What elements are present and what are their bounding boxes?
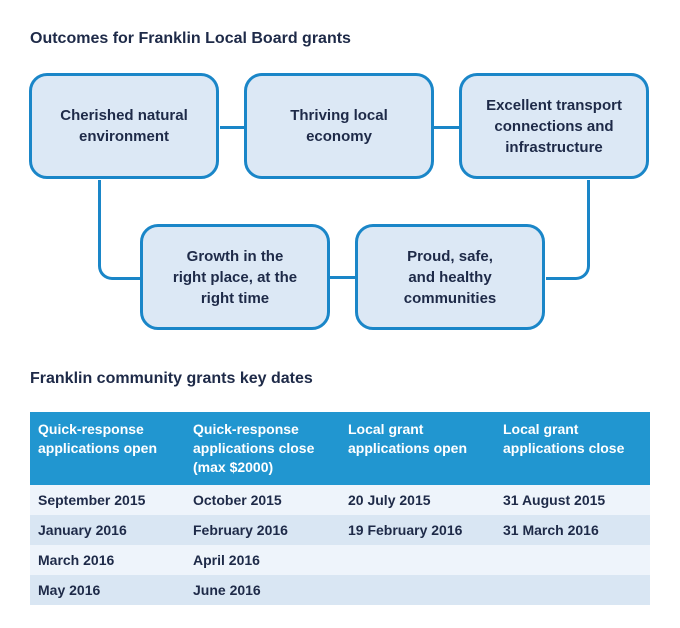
table-row: March 2016 April 2016 bbox=[30, 545, 650, 575]
connector-3-5 bbox=[546, 180, 590, 280]
table-cell: April 2016 bbox=[185, 545, 340, 575]
header-local-open: Local grant applications open bbox=[340, 412, 495, 485]
outcome-box-growth: Growth in the right place, at the right … bbox=[140, 224, 330, 330]
header-local-close: Local grant applications close bbox=[495, 412, 650, 485]
table-row: May 2016 June 2016 bbox=[30, 575, 650, 605]
header-qr-close: Quick-response applications close (max $… bbox=[185, 412, 340, 485]
outcome-box-local-economy: Thriving local economy bbox=[244, 73, 434, 179]
table-cell: 31 August 2015 bbox=[495, 485, 650, 515]
outcome-box-communities: Proud, safe, and healthy communities bbox=[355, 224, 545, 330]
connector-1-4 bbox=[98, 180, 142, 280]
table-cell: February 2016 bbox=[185, 515, 340, 545]
table-cell bbox=[340, 575, 495, 605]
outcome-box-transport: Excellent transport connections and infr… bbox=[459, 73, 649, 179]
key-dates-title: Franklin community grants key dates bbox=[30, 370, 313, 387]
table-cell: September 2015 bbox=[30, 485, 185, 515]
outcome-box-natural-environment: Cherished natural environment bbox=[29, 73, 219, 179]
table-cell: October 2015 bbox=[185, 485, 340, 515]
outcomes-title: Outcomes for Franklin Local Board grants bbox=[30, 30, 351, 47]
connector-2-3 bbox=[434, 126, 460, 129]
connector-1-2 bbox=[220, 126, 246, 129]
table-cell bbox=[495, 575, 650, 605]
key-dates-table: Quick-response applications open Quick-r… bbox=[30, 412, 650, 605]
table-cell bbox=[340, 545, 495, 575]
table-cell: January 2016 bbox=[30, 515, 185, 545]
table-cell: 19 February 2016 bbox=[340, 515, 495, 545]
header-qr-open: Quick-response applications open bbox=[30, 412, 185, 485]
table-row: January 2016 February 2016 19 February 2… bbox=[30, 515, 650, 545]
connector-4-5 bbox=[330, 276, 356, 279]
table-cell: 31 March 2016 bbox=[495, 515, 650, 545]
table-cell bbox=[495, 545, 650, 575]
table-cell: March 2016 bbox=[30, 545, 185, 575]
table-cell: June 2016 bbox=[185, 575, 340, 605]
table-cell: May 2016 bbox=[30, 575, 185, 605]
table-header-row: Quick-response applications open Quick-r… bbox=[30, 412, 650, 485]
table-cell: 20 July 2015 bbox=[340, 485, 495, 515]
table-row: September 2015 October 2015 20 July 2015… bbox=[30, 485, 650, 515]
